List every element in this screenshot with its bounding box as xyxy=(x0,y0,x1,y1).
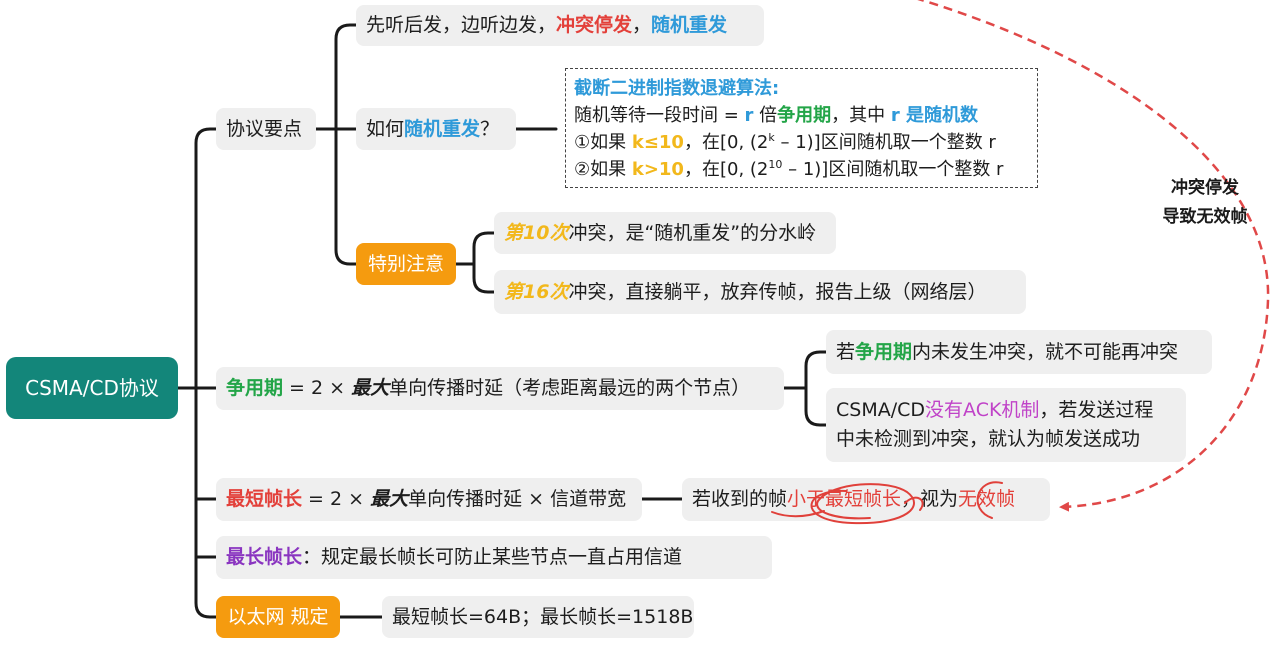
contention-trunk xyxy=(804,350,828,427)
how-question-mark: ？ xyxy=(480,118,500,140)
max-frame-term: 最长帧长 xyxy=(226,546,303,568)
line2-exponent: k xyxy=(768,131,775,144)
no-collision-node: 若争用期内未发生冲突，就不可能再冲突 xyxy=(826,330,1212,374)
line3-range-end: – 1)]区间随机取一个整数 r xyxy=(782,159,1004,180)
no-ack-node: CSMA/CD没有ACK机制，若发送过程中未检测到冲突，就认为帧发送成功 xyxy=(826,388,1186,462)
principle-collision-stop: 冲突停发 xyxy=(556,14,633,36)
ethernet-values: 最短帧长=64B；最长帧长=1518B xyxy=(392,606,694,628)
ethernet-label: 以太网 规定 xyxy=(227,606,329,628)
no-ack-text-2: 中未检测到冲突，就认为帧发送成功 xyxy=(836,428,1141,450)
note1-text: 冲突，是“随机重发”的分水岭 xyxy=(568,222,817,244)
line1-r: r xyxy=(744,105,754,126)
note-16th-collision: 第16次冲突，直接躺平，放弃传帧，报告上级（网络层） xyxy=(494,270,1026,314)
protocol-trunk xyxy=(334,23,358,266)
rule-invalid-frame: 无效帧 xyxy=(958,488,1016,510)
backoff-line-3: ②如果 k>10，在[0, (210 – 1)]区间随机取一个整数 r xyxy=(574,156,1029,183)
note2-emphasis: 第16次 xyxy=(504,281,569,303)
principle-random-retransmit: 随机重发 xyxy=(651,14,728,36)
ethernet-rule-node: 以太网 规定 xyxy=(216,596,340,638)
ethernet-values-node: 最短帧长=64B；最长帧长=1518B xyxy=(382,596,694,638)
contention-rest: 单向传播时延（考虑距离最远的两个节点） xyxy=(389,377,751,399)
backoff-title: 截断二进制指数退避算法: xyxy=(574,78,780,99)
protocol-points-label: 协议要点 xyxy=(226,118,303,140)
rule-regard-as: ，视为 xyxy=(901,488,959,510)
root-node: CSMA/CD协议 xyxy=(6,357,178,419)
min-frame-term: 最短帧长 xyxy=(226,488,303,510)
arrow-note-line-2: 导致无效帧 xyxy=(1162,207,1248,227)
min-frame-node: 最短帧长 = 2 × 最大单向传播时延 × 信道带宽 xyxy=(216,478,642,521)
principle-node: 先听后发，边听边发，冲突停发，随机重发 xyxy=(356,5,764,46)
backoff-algorithm-box: 截断二进制指数退避算法: 随机等待一段时间 = r 倍争用期，其中 r 是随机数… xyxy=(565,68,1038,188)
line2-condition: k≤10 xyxy=(631,132,684,153)
contention-period-node: 争用期 = 2 × 最大单向传播时延（考虑距离最远的两个节点） xyxy=(216,367,784,410)
backoff-line-2: ①如果 k≤10，在[0, (2k – 1)]区间随机取一个整数 r xyxy=(574,129,1029,156)
invalid-frame-dashed-arrow xyxy=(917,0,1270,512)
principle-separator: ， xyxy=(632,14,652,36)
no-collision-prefix: 若 xyxy=(836,341,856,363)
arrow-note: 冲突停发 导致无效帧 xyxy=(1148,174,1262,232)
min-frame-max: 最大 xyxy=(370,488,409,510)
line1-where: ，其中 xyxy=(831,105,891,126)
contention-term: 争用期 xyxy=(226,377,284,399)
arrow-note-line-1: 冲突停发 xyxy=(1171,178,1239,198)
no-ack-highlight: 没有ACK机制 xyxy=(925,399,1040,421)
min-frame-equation: = 2 × xyxy=(302,488,371,510)
line2-range-end: – 1)]区间随机取一个整数 r xyxy=(774,132,996,153)
principle-text: 先听后发，边听边发， xyxy=(366,14,557,36)
line2-range-start: ，在[0, (2 xyxy=(683,132,769,153)
note-10th-collision: 第10次冲突，是“随机重发”的分水岭 xyxy=(494,212,836,254)
how-text: 如何 xyxy=(366,118,405,140)
line1-text: 随机等待一段时间 = xyxy=(574,105,745,126)
line3-exponent: 10 xyxy=(768,158,783,171)
no-collision-text: 内未发生冲突，就不可能再冲突 xyxy=(912,341,1179,363)
root-label: CSMA/CD协议 xyxy=(25,376,159,400)
contention-equation: = 2 × xyxy=(283,377,352,399)
note2-text: 冲突，直接躺平，放弃传帧，报告上级（网络层） xyxy=(568,281,987,303)
special-notes-label: 特别注意 xyxy=(367,253,444,275)
line2-prefix: ①如果 xyxy=(574,132,632,153)
rule-smaller-than-min: 小于最短帧长 xyxy=(787,488,902,510)
line3-condition: k>10 xyxy=(631,159,684,180)
rule-prefix: 若收到的帧 xyxy=(692,488,788,510)
note1-emphasis: 第10次 xyxy=(504,222,569,244)
no-collision-term: 争用期 xyxy=(855,341,913,363)
contention-max: 最大 xyxy=(351,377,390,399)
invalid-frame-rule-node: 若收到的帧小于最短帧长，视为无效帧 xyxy=(682,478,1050,521)
protocol-points-node: 协议要点 xyxy=(216,108,316,150)
max-frame-rest: ：规定最长帧长可防止某些节点一直占用信道 xyxy=(302,546,683,568)
line3-prefix: ②如果 xyxy=(574,159,632,180)
special-notes-node: 特别注意 xyxy=(356,243,456,285)
main-trunk xyxy=(194,127,218,619)
no-ack-text-1: ，若发送过程 xyxy=(1039,399,1154,421)
line1-contention-period: 争用期 xyxy=(777,105,832,126)
line3-range-start: ，在[0, (2 xyxy=(683,159,769,180)
line1-times: 倍 xyxy=(753,105,778,126)
special-trunk xyxy=(472,231,496,294)
how-retransmit-node: 如何随机重发？ xyxy=(356,108,516,150)
line1-r-random: r 是随机数 xyxy=(890,105,979,126)
how-random-retransmit: 随机重发 xyxy=(404,118,481,140)
backoff-line-1: 随机等待一段时间 = r 倍争用期，其中 r 是随机数 xyxy=(574,102,1029,129)
no-ack-protocol: CSMA/CD xyxy=(836,399,926,421)
min-frame-rest: 单向传播时延 × 信道带宽 xyxy=(408,488,627,510)
max-frame-node: 最长帧长：规定最长帧长可防止某些节点一直占用信道 xyxy=(216,536,772,579)
